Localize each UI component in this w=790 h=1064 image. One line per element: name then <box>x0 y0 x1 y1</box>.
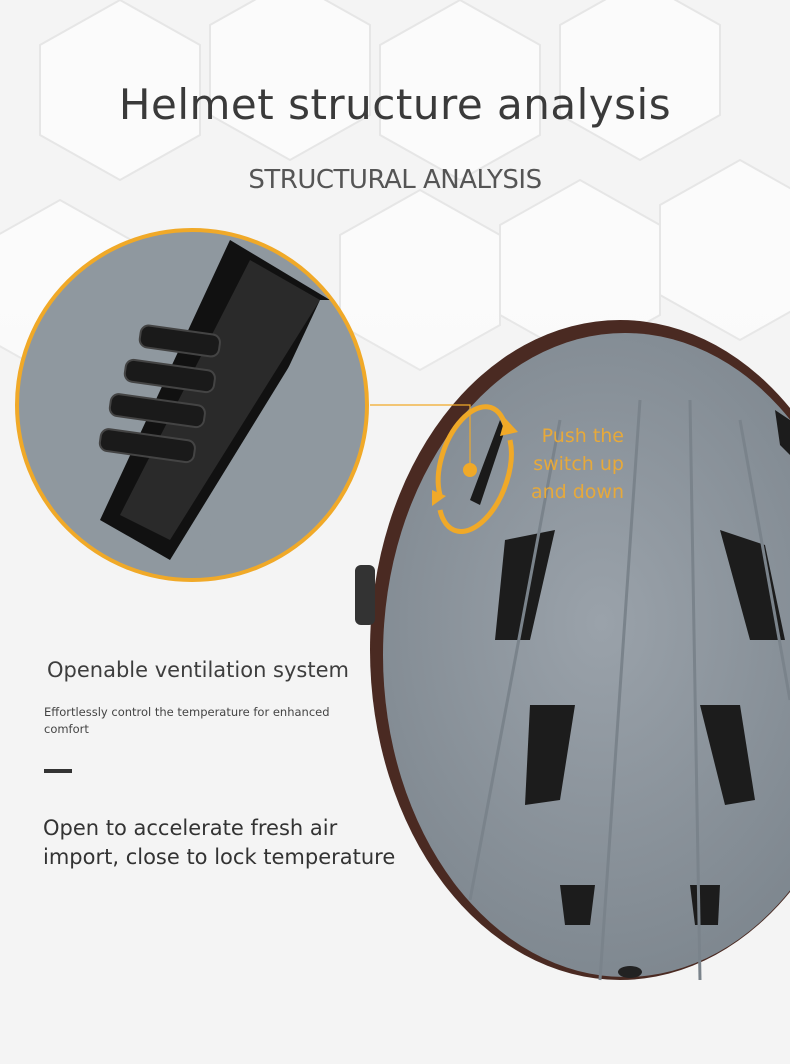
feature-description: Effortlessly control the temperature for… <box>44 705 330 736</box>
callout-text: Push the switch up and down <box>530 425 624 503</box>
page-title: Helmet structure analysis <box>118 80 672 129</box>
closeup-frame <box>15 228 369 582</box>
divider <box>44 769 72 773</box>
page-subtitle: STRUCTURAL ANALYSIS <box>248 165 542 195</box>
helmet-image <box>355 320 790 981</box>
callout-dot <box>463 463 477 477</box>
callout-line <box>370 404 471 468</box>
feature-title: Openable ventilation system <box>47 658 349 682</box>
feature-benefit: Open to accelerate fresh air import, clo… <box>43 816 396 869</box>
rotate-arrows-icon <box>435 404 514 535</box>
